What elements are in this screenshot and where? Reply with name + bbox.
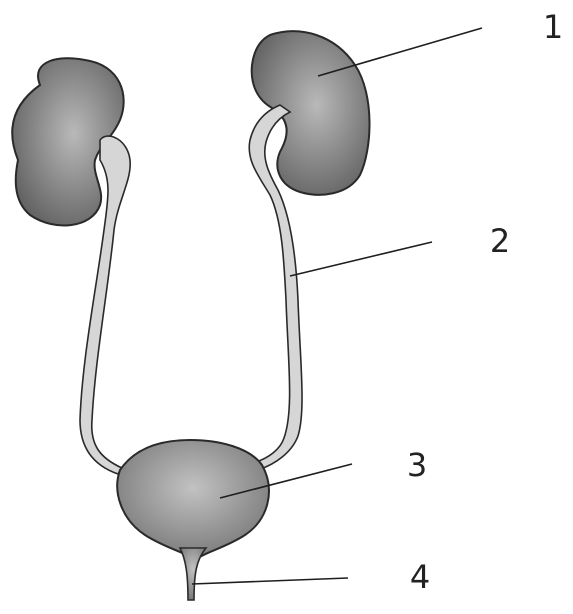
label-1: 1: [543, 8, 563, 46]
label-4: 4: [410, 558, 430, 596]
leader-line-2: [290, 242, 432, 276]
bladder: [117, 440, 269, 560]
label-2: 2: [490, 222, 510, 260]
label-3: 3: [407, 446, 427, 484]
leader-line-4: [192, 578, 348, 584]
